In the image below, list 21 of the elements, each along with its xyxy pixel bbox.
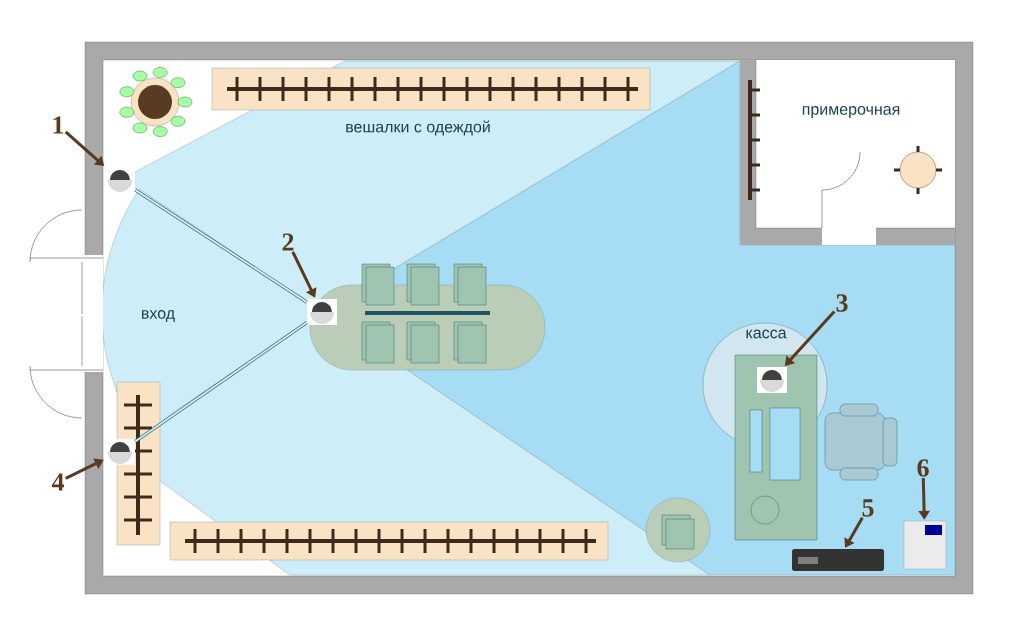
camera-icon <box>757 367 787 393</box>
area-label: вешалки с одеждой <box>346 120 490 136</box>
callout-number: 1 <box>53 116 64 134</box>
area-label: касса <box>746 329 787 339</box>
sight-line <box>134 321 308 443</box>
camera-icon <box>105 167 135 193</box>
callout-number: 6 <box>917 459 929 477</box>
area-label: вход <box>142 310 175 322</box>
camera-icon <box>105 439 135 465</box>
arrow <box>844 517 864 548</box>
sight-line <box>134 188 308 304</box>
power-supply-icon <box>903 520 947 570</box>
callout-number: 3 <box>836 294 848 312</box>
arrow <box>65 458 104 480</box>
arrow <box>291 251 317 298</box>
video-recorder-icon <box>792 549 884 571</box>
area-label: примерочная <box>802 106 900 118</box>
callout-number: 4 <box>51 473 64 491</box>
camera-icon <box>307 299 337 325</box>
callout-number: 2 <box>282 233 294 251</box>
callout-number: 5 <box>862 499 874 517</box>
